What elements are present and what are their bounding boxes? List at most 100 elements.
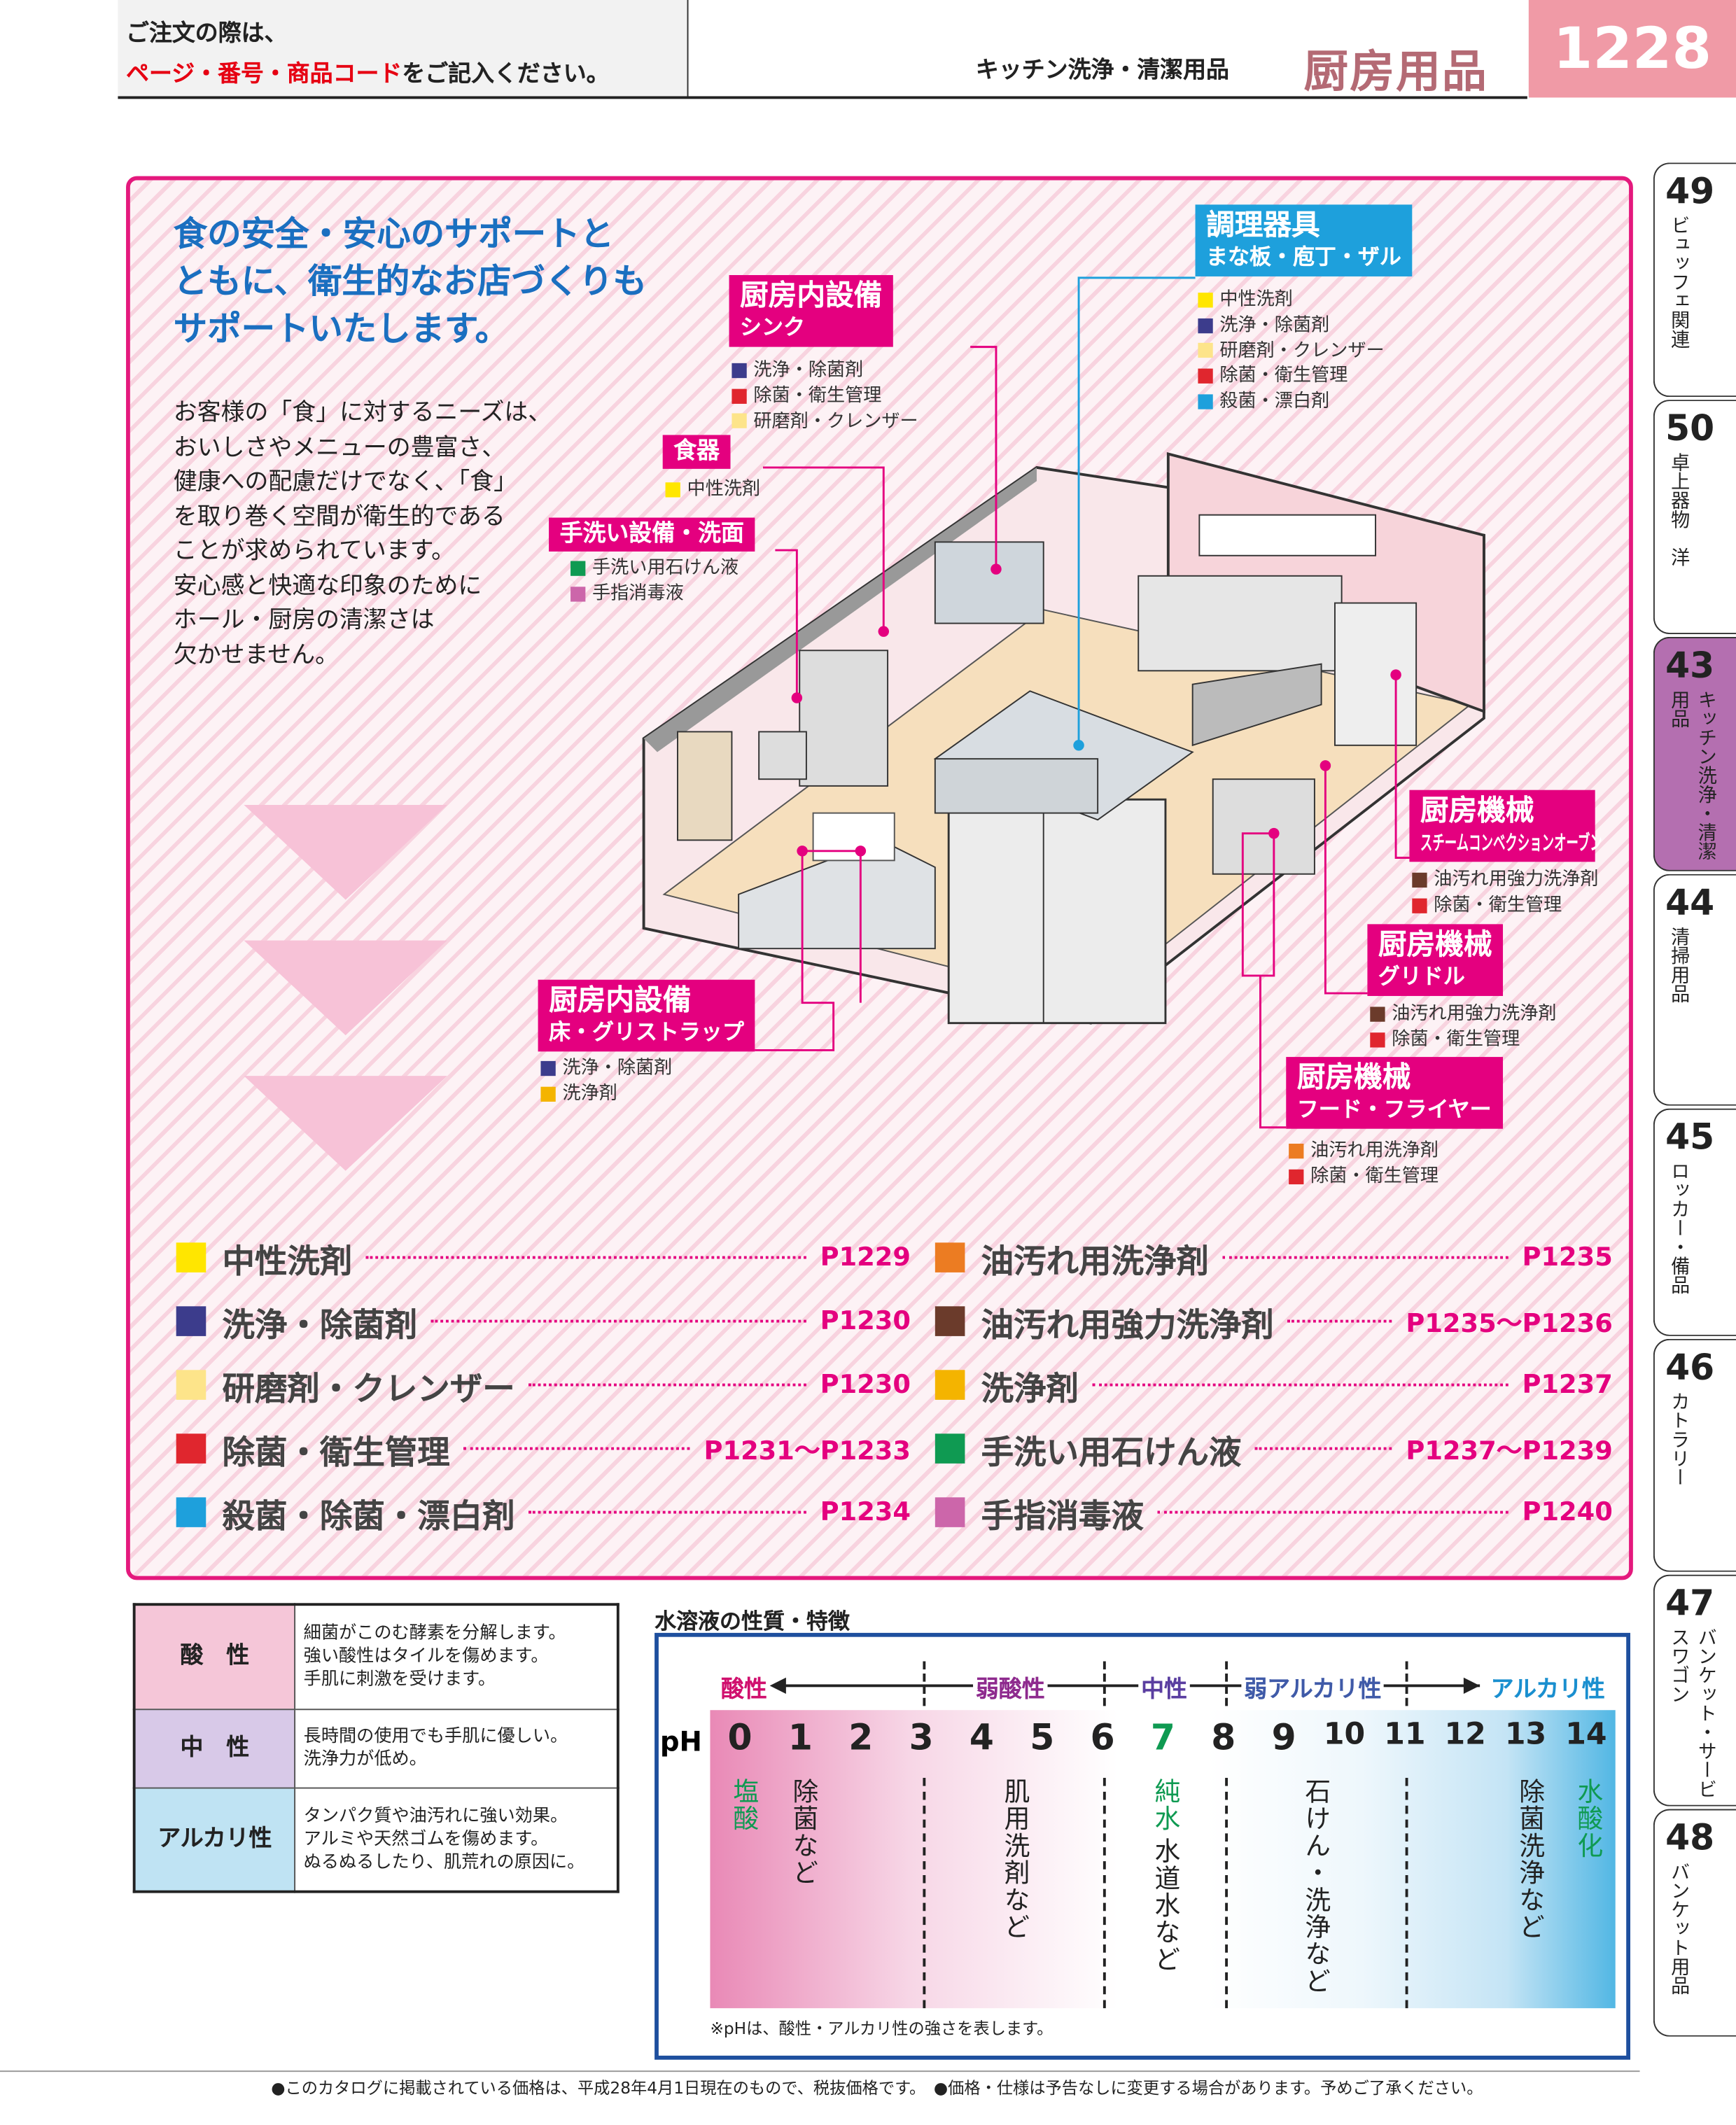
zone-divider — [1224, 1661, 1228, 1706]
callout-item-label: 除菌・衛生管理 — [1392, 1028, 1520, 1051]
ph-example: 石けん・洗浄など — [1301, 1778, 1331, 1995]
property-description: 細菌がこのむ酵素を分解します。強い酸性はタイルを傷めます。手肌に刺激を受けます。 — [294, 1604, 619, 1710]
sink — [934, 541, 1044, 624]
callout-leaders — [755, 276, 1410, 1129]
callout-label: 調理器具まな板・庖丁・ザル — [1195, 204, 1413, 276]
color-swatch-icon — [1198, 292, 1213, 308]
callout-subtitle: スチームコンベクションオーブン — [1420, 830, 1602, 855]
property-line: 細菌がこのむ酵素を分解します。 — [303, 1623, 566, 1644]
property-line: アルミや天然ゴムを傷めます。 — [303, 1829, 549, 1850]
legend-page-link[interactable]: P1230 — [820, 1306, 911, 1336]
callout-title: 調理器具 — [1206, 209, 1320, 241]
color-swatch-icon — [934, 1370, 965, 1400]
ph-axis-arrow — [775, 1684, 1480, 1688]
side-tab-label: カトラリー — [1668, 1391, 1690, 1487]
headline-line: 食の安全・安心のサポートと — [173, 213, 615, 254]
callout-item: 油汚れ用洗浄剤 — [1289, 1138, 1438, 1163]
callout-item: 除菌・衛生管理 — [1198, 364, 1384, 389]
callout-item: 研磨剤・クレンザー — [732, 409, 918, 434]
color-swatch-icon — [934, 1242, 965, 1272]
callout-item: 除菌・衛生管理 — [1370, 1027, 1556, 1052]
legend-page-link[interactable]: P1235 — [1522, 1242, 1613, 1272]
callout-title: 厨房内設備 — [740, 279, 883, 312]
legend-page-link[interactable]: P1240 — [1522, 1497, 1613, 1527]
color-swatch-icon — [934, 1306, 965, 1336]
side-tab-label: キッチン洗浄・清潔用品 — [1668, 689, 1717, 861]
callout-item-list: 中性洗剤洗浄・除菌剤研磨剤・クレンザー除菌・衛生管理殺菌・漂白剤 — [1198, 287, 1385, 414]
property-label: 中 性 — [133, 1708, 296, 1788]
ph-gradient-bar — [710, 1710, 1616, 2009]
callout-item-label: 除菌・衛生管理 — [1219, 365, 1348, 387]
zone-divider — [922, 1661, 925, 1706]
headline-line: ともに、衛生的なお店づくりも — [173, 261, 647, 301]
side-tab-number: 46 — [1665, 1348, 1715, 1389]
wall-top — [643, 467, 1037, 752]
ph-chart-frame — [654, 1632, 1631, 2060]
side-tab-label: 清掃用品 — [1668, 927, 1690, 1003]
color-swatch-icon — [570, 561, 586, 576]
arrow-left-icon — [769, 1677, 786, 1694]
order-note-rest: をご記入ください。 — [402, 61, 610, 88]
fryer — [1212, 778, 1315, 875]
callout-item-label: 研磨剤・クレンザー — [1219, 339, 1385, 362]
callout-item-label: 洗浄・除菌剤 — [562, 1057, 673, 1079]
color-swatch-icon — [1289, 1143, 1304, 1159]
callout-label: 厨房機械フード・フライヤー — [1286, 1057, 1503, 1129]
side-tab-number: 48 — [1665, 1818, 1715, 1860]
callout-subtitle-wrap: スチームコンベクションオーブン — [1420, 828, 1602, 858]
callout-title: 食器 — [673, 437, 720, 465]
arrow-down-icon — [244, 1076, 447, 1171]
legend-name: 中性洗剤 — [222, 1242, 353, 1280]
ph-tick-label: 7 — [1150, 1718, 1175, 1759]
callout-item-label: 油汚れ用洗浄剤 — [1310, 1139, 1439, 1162]
intro-line: ことが求められています。 — [173, 538, 455, 566]
intro-line: 安心感と快適な印象のために — [173, 572, 482, 600]
property-row: アルカリ性タンパク質や油汚れに強い効果。アルミや天然ゴムを傷めます。ぬるぬるした… — [133, 1786, 619, 1893]
legend-page-link[interactable]: P1237～P1239 — [1406, 1436, 1613, 1466]
callout-title: 厨房機械 — [1420, 794, 1534, 827]
color-swatch-icon — [176, 1306, 206, 1336]
side-tab-number: 50 — [1665, 409, 1715, 450]
legend-page-link[interactable]: P1229 — [820, 1242, 911, 1272]
legend-page-link[interactable]: P1230 — [820, 1370, 911, 1400]
legend-page-link[interactable]: P1237 — [1522, 1370, 1613, 1400]
callout-title: 手洗い設備・洗面 — [559, 520, 744, 548]
legend-page-link[interactable]: P1234 — [820, 1497, 911, 1527]
callout-item-label: 洗浄・除菌剤 — [753, 359, 864, 381]
legend-name: 研磨剤・クレンザー — [222, 1369, 515, 1408]
color-swatch-icon — [732, 363, 747, 378]
callout-subtitle: シンク — [740, 314, 806, 340]
legend-name: 手洗い用石けん液 — [981, 1433, 1242, 1471]
callout-item-label: 手指消毒液 — [592, 582, 684, 605]
legend-page-link[interactable]: P1231～P1233 — [704, 1436, 911, 1466]
ph-tick-label: 2 — [848, 1718, 874, 1759]
ph-example: 塩酸 — [729, 1778, 760, 1832]
ph-zone-label: 酸性 — [718, 1669, 770, 1704]
side-tab-label: ロッカー・備品 — [1668, 1161, 1690, 1294]
legend-row: 研磨剤・クレンザー P1230 — [176, 1365, 911, 1408]
ph-zone-label: 中性 — [1138, 1669, 1190, 1704]
side-tab-number: 49 — [1665, 171, 1715, 213]
color-swatch-icon — [1198, 369, 1213, 384]
property-row: 中 性長時間の使用でも手肌に優しい。洗浄力が低め。 — [133, 1708, 619, 1788]
leader-dots — [1092, 1383, 1509, 1387]
intro-text: お客様の「食」に対するニーズは、 おいしさやメニューの豊富さ、 健康への配慮だけ… — [174, 397, 552, 673]
legend-page-link[interactable]: P1235～P1236 — [1406, 1308, 1613, 1338]
callout-item: 中性洗剤 — [1198, 287, 1384, 312]
callout-item: 洗浄・除菌剤 — [1198, 313, 1384, 338]
ph-example: 肌用洗剤など — [1000, 1778, 1030, 1941]
callout-item: 洗浄・除菌剤 — [540, 1056, 672, 1081]
color-swatch-icon — [1370, 1007, 1385, 1022]
ph-tick-label: 14 — [1565, 1718, 1607, 1753]
color-swatch-icon — [1198, 318, 1213, 333]
